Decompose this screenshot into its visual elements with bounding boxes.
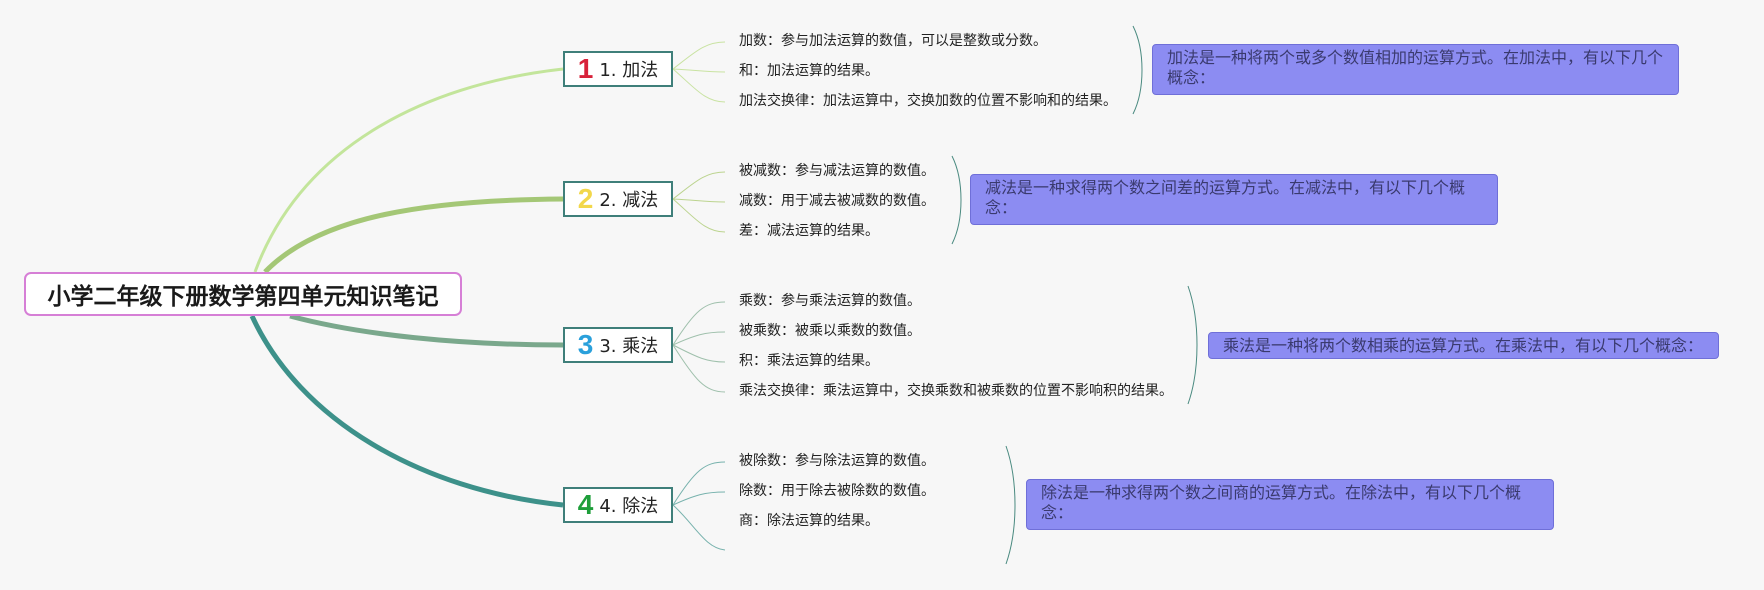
- connector-root-branch-4: [249, 314, 564, 508]
- leaf-item[interactable]: 加法交换律：加法运算中，交换加数的位置不影响和的结果。: [739, 93, 1117, 109]
- leaf-item[interactable]: 和：加法运算的结果。: [739, 63, 879, 79]
- branch-label: 3. 乘法: [599, 336, 659, 357]
- brace-branch-4: [1005, 445, 1016, 565]
- brace-branch-2: [951, 155, 962, 245]
- summary-note[interactable]: 乘法是一种将两个数相乘的运算方式。在乘法中，有以下几个概念：: [1208, 332, 1719, 359]
- connector-root-branch-1: [253, 67, 564, 273]
- branch-label: 4. 除法: [599, 496, 659, 517]
- root-node[interactable]: 小学二年级下册数学第四单元知识笔记: [24, 272, 462, 316]
- leaf-item[interactable]: 被除数：参与除法运算的数值。: [739, 453, 935, 469]
- connector-leaf-3-2: [672, 331, 726, 346]
- summary-note[interactable]: 除法是一种求得两个数之间商的运算方式。在除法中，有以下几个概念：: [1026, 479, 1554, 530]
- number-two-icon: 2: [577, 183, 594, 214]
- branch-node-addition[interactable]: 1 1. 加法: [563, 51, 673, 87]
- leaf-item[interactable]: 被乘数：被乘以乘数的数值。: [739, 323, 921, 339]
- connector-leaf-3-3: [672, 344, 726, 363]
- connector-leaf-1-1: [672, 41, 726, 70]
- connector-leaf-2-1: [672, 171, 726, 200]
- leaf-item[interactable]: 减数：用于减去被减数的数值。: [739, 193, 935, 209]
- connector-leaf-4-2: [672, 491, 726, 506]
- branch-node-division[interactable]: 4 4. 除法: [563, 487, 673, 523]
- brace-branch-1: [1132, 25, 1143, 115]
- leaf-item[interactable]: 被减数：参与减法运算的数值。: [739, 163, 935, 179]
- branch-node-subtraction[interactable]: 2 2. 减法: [563, 181, 673, 217]
- brace-branch-3: [1187, 285, 1198, 405]
- connector-root-branch-3: [289, 313, 564, 348]
- connector-leaf-4-1: [672, 461, 726, 506]
- leaf-item[interactable]: 积：乘法运算的结果。: [739, 353, 879, 369]
- connector-leaf-2-2: [672, 198, 726, 203]
- leaf-item[interactable]: 乘法交换律：乘法运算中，交换乘数和被乘数的位置不影响积的结果。: [739, 383, 1173, 399]
- leaf-item[interactable]: 乘数：参与乘法运算的数值。: [739, 293, 921, 309]
- summary-note[interactable]: 加法是一种将两个或多个数值相加的运算方式。在加法中，有以下几个概念：: [1152, 44, 1679, 95]
- connector-leaf-3-1: [672, 301, 726, 346]
- number-four-icon: 4: [577, 489, 594, 520]
- connector-leaf-3-4: [672, 344, 726, 393]
- summary-note[interactable]: 减法是一种求得两个数之间差的运算方式。在减法中，有以下几个概念：: [970, 174, 1498, 225]
- root-title: 小学二年级下册数学第四单元知识笔记: [47, 284, 439, 310]
- leaf-item[interactable]: 商：除法运算的结果。: [739, 513, 879, 529]
- connector-leaf-4-3: [672, 504, 726, 551]
- leaf-item[interactable]: 差：减法运算的结果。: [739, 223, 879, 239]
- branch-label: 1. 加法: [599, 60, 659, 81]
- branch-label: 2. 减法: [599, 190, 659, 211]
- connector-leaf-2-3: [672, 198, 726, 233]
- branch-node-multiplication[interactable]: 3 3. 乘法: [563, 327, 673, 363]
- connector-root-branch-2: [263, 196, 564, 274]
- connector-leaf-1-2: [672, 68, 726, 73]
- connector-leaf-1-3: [672, 68, 726, 103]
- leaf-item[interactable]: 除数：用于除去被除数的数值。: [739, 483, 935, 499]
- number-one-icon: 1: [577, 53, 594, 84]
- number-three-icon: 3: [577, 329, 594, 360]
- leaf-item[interactable]: 加数：参与加法运算的数值，可以是整数或分数。: [739, 33, 1047, 49]
